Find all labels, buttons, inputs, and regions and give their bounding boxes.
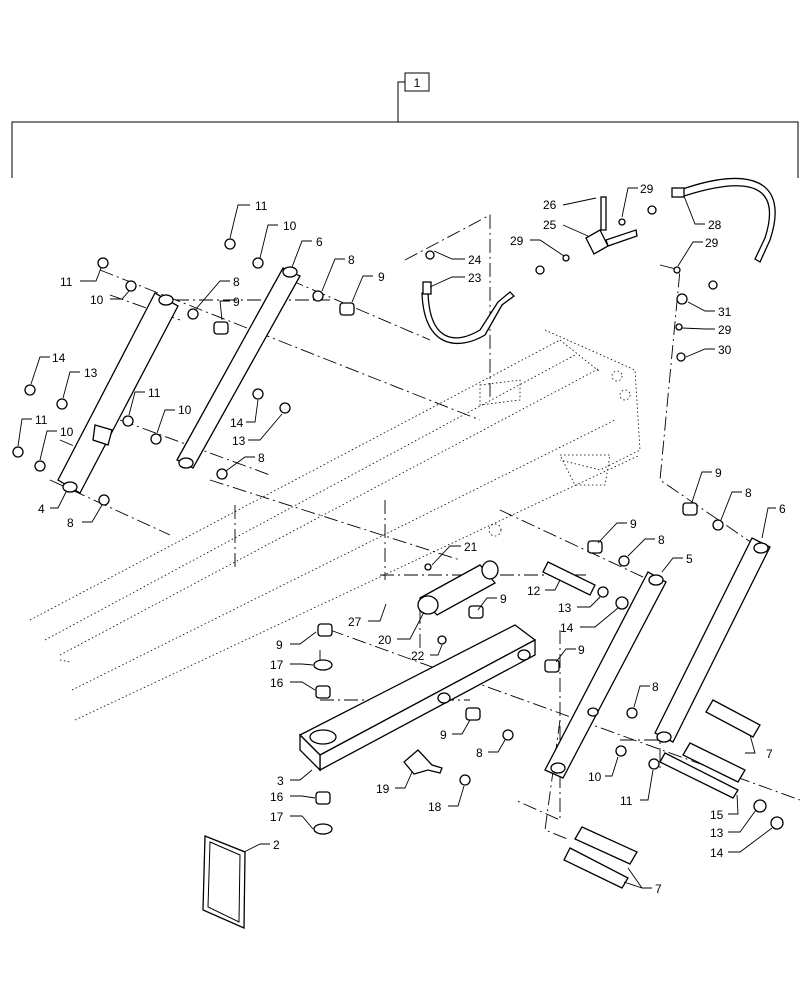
callout-label: 6	[316, 235, 323, 249]
callout-label: 7	[655, 882, 662, 896]
callout-label: 8	[233, 275, 240, 289]
callout-label: 9	[276, 638, 283, 652]
callout-label: 8	[745, 486, 752, 500]
assembly-label: 1	[414, 76, 421, 90]
callout-label: 8	[258, 451, 265, 465]
hose-28	[671, 177, 776, 263]
callout-label: 10	[588, 770, 602, 784]
callout-label: 11	[35, 413, 48, 427]
callout-label: 5	[686, 552, 693, 566]
callout-label: 4	[38, 502, 45, 516]
callout-label: 24	[468, 253, 482, 267]
callout-label: 8	[652, 680, 659, 694]
callout-label: 13	[232, 434, 246, 448]
callout-label: 28	[708, 218, 722, 232]
pins	[542, 561, 761, 889]
callout-label: 16	[270, 790, 284, 804]
callout-label: 9	[440, 728, 447, 742]
link-arm-4	[57, 292, 179, 494]
assembly-bracket: 1	[11, 72, 799, 178]
callout-label: 14	[560, 621, 574, 635]
callout-label: 23	[468, 271, 482, 285]
callout-label: 21	[464, 540, 478, 554]
link-arm-6-upper	[176, 266, 301, 469]
callout-label: 7	[766, 747, 773, 761]
callout-label: 14	[230, 416, 244, 430]
main-arm-3	[298, 624, 537, 772]
valve-25	[585, 196, 638, 255]
callout-label: 29	[640, 182, 654, 196]
callout-label: 10	[60, 425, 74, 439]
callout-label: 31	[718, 305, 732, 319]
link-arm-6-lower	[654, 537, 771, 743]
callout-label: 6	[779, 502, 786, 516]
hose-23	[421, 281, 515, 345]
callout-label: 3	[277, 774, 284, 788]
hydraulic-cylinder-20	[417, 560, 499, 616]
callout-label: 12	[527, 584, 541, 598]
callout-label: 18	[428, 800, 442, 814]
callout-label: 13	[710, 826, 724, 840]
callout-label: 9	[233, 295, 240, 309]
callout-label: 29	[718, 323, 732, 337]
bushings-and-hardware	[202, 659, 443, 929]
callout-label: 11	[148, 386, 161, 400]
callout-label: 29	[510, 234, 524, 248]
callout-label: 8	[476, 746, 483, 760]
callout-label: 14	[52, 351, 66, 365]
callout-label: 17	[270, 810, 284, 824]
callout-label: 8	[658, 533, 665, 547]
callout-label: 8	[67, 516, 74, 530]
callout-label: 25	[543, 218, 557, 232]
callout-label: 2	[273, 838, 280, 852]
callout-label: 17	[270, 658, 284, 672]
callout-label: 9	[630, 517, 637, 531]
callout-label: 20	[378, 633, 392, 647]
callout-label: 9	[500, 592, 507, 606]
callout-label: 19	[376, 782, 390, 796]
callout-label: 10	[283, 219, 297, 233]
callout-label: 10	[90, 293, 104, 307]
callout-label: 9	[578, 643, 585, 657]
callout-label: 14	[710, 846, 724, 860]
callout-label: 29	[705, 236, 719, 250]
callout-label: 11	[620, 794, 633, 808]
main-frame-beam	[29, 329, 641, 721]
callout-label: 13	[558, 601, 572, 615]
callout-label: 10	[178, 403, 192, 417]
callouts: 11 10 6 11 10 8 9 8 9 14 13 11 10 11 10 …	[17, 182, 786, 896]
callout-label: 11	[255, 199, 268, 213]
callout-label: 16	[270, 676, 284, 690]
callout-label: 9	[378, 270, 385, 284]
callout-label: 22	[411, 649, 425, 663]
callout-label: 11	[60, 275, 73, 289]
callout-label: 9	[715, 466, 722, 480]
callout-label: 26	[543, 198, 557, 212]
small-hardware	[12, 205, 784, 830]
callout-label: 30	[718, 343, 732, 357]
callout-label: 15	[710, 808, 724, 822]
callout-label: 27	[348, 615, 362, 629]
callout-label: 13	[84, 366, 98, 380]
link-arm-5	[544, 571, 667, 779]
callout-label: 8	[348, 253, 355, 267]
